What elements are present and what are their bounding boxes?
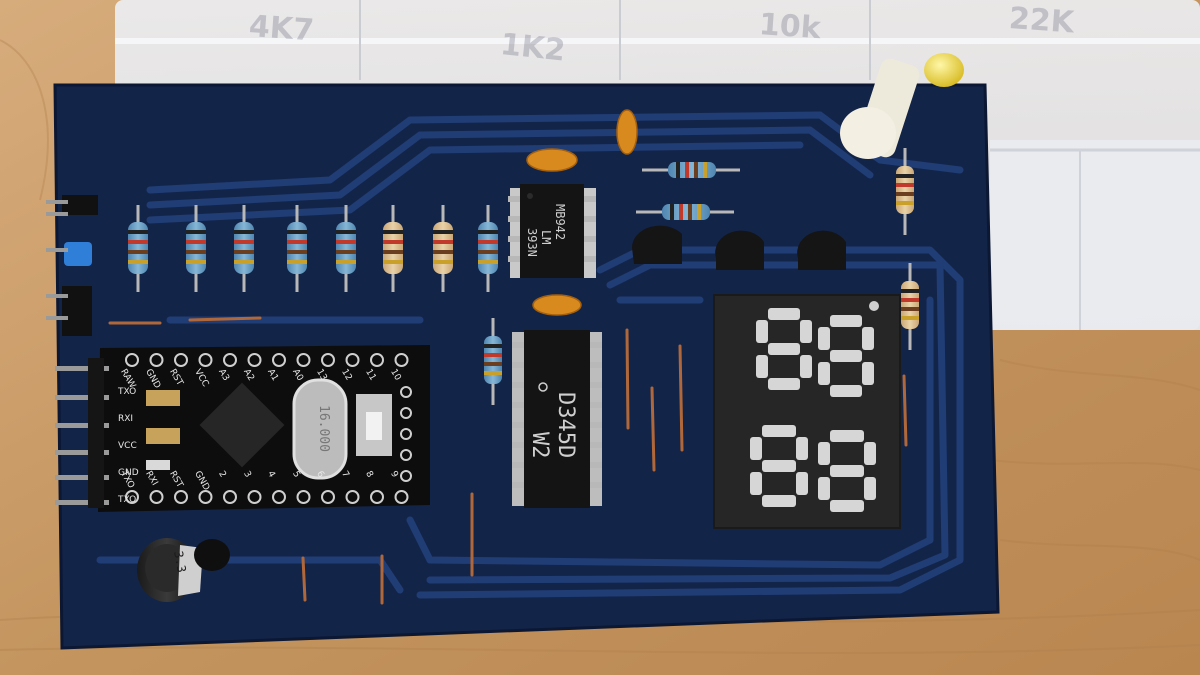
- resistor: [336, 205, 356, 292]
- display-segment: [830, 465, 864, 477]
- box-label-4: 22K: [1007, 1, 1076, 41]
- resistor: [642, 162, 740, 178]
- resistor: [484, 318, 502, 405]
- resistor-row: [128, 205, 498, 292]
- display-segment: [830, 350, 862, 362]
- display-segment: [818, 362, 830, 385]
- display-segment: [818, 442, 830, 465]
- crystal-label: 16.000: [316, 405, 331, 452]
- arduino-side-pin-label: TXO: [118, 387, 137, 397]
- box-label-1: 4K7: [247, 9, 316, 49]
- transistor: [715, 230, 764, 270]
- display-segment: [796, 437, 808, 460]
- arduino-side-pin-label: VCC: [118, 441, 137, 451]
- display-segment: [768, 308, 800, 320]
- display-segment: [768, 343, 800, 355]
- ceramic-capacitor: [616, 109, 638, 155]
- display-segment: [830, 385, 862, 397]
- reset-button: [366, 412, 382, 440]
- resistor: [234, 205, 254, 292]
- display-segment: [768, 378, 800, 390]
- resistor: [287, 205, 307, 292]
- driver-ic: [512, 330, 602, 508]
- display-segment: [762, 495, 796, 507]
- resistor: [433, 205, 453, 292]
- resistor: [478, 205, 498, 292]
- transistor: [797, 230, 846, 270]
- ceramic-capacitors: [526, 109, 638, 316]
- display-segment: [762, 425, 796, 437]
- display-segment: [864, 477, 876, 500]
- comparator-chip-line-3: 393N: [525, 228, 539, 257]
- left-header-pins: [46, 195, 98, 336]
- led-with-standoff: [840, 53, 964, 159]
- box-label-3: 10k: [757, 7, 822, 47]
- resistor: [636, 204, 734, 220]
- yellow-led: [924, 53, 964, 87]
- resistor: [186, 205, 206, 292]
- display-segment: [762, 460, 796, 472]
- resistor: [901, 263, 919, 350]
- box-label-2: 1K2: [498, 27, 567, 69]
- comparator-ic: [508, 184, 596, 278]
- display-segment: [800, 355, 812, 378]
- transistors: [631, 225, 846, 270]
- display-segment: [800, 320, 812, 343]
- driver-chip-line-2: W2: [527, 432, 552, 459]
- right-resistors: [484, 148, 919, 405]
- display-segment: [818, 477, 830, 500]
- display-segment: [830, 315, 862, 327]
- electrolytic-capacitor: [137, 538, 230, 602]
- resistor: [383, 205, 403, 292]
- display-segment: [864, 442, 876, 465]
- transistor: [631, 225, 682, 264]
- comparator-chip-line-2: LM: [539, 230, 553, 245]
- display-segment: [756, 355, 768, 378]
- display-segment: [830, 500, 864, 512]
- display-segment: [818, 327, 830, 350]
- microcontroller-chip: [199, 382, 285, 468]
- display-segment: [796, 472, 808, 495]
- crystal-oscillator: [292, 378, 348, 480]
- jumper-wires: [108, 316, 908, 605]
- display-segment: [862, 362, 874, 385]
- display-segment: [750, 472, 762, 495]
- ceramic-capacitor: [532, 294, 582, 316]
- display-segment: [830, 430, 864, 442]
- arduino-side-pin-label: RXI: [118, 414, 134, 424]
- comparator-chip-line-1: MB942: [553, 204, 567, 241]
- display-segment: [750, 437, 762, 460]
- arduino-pro-mini: [55, 345, 430, 512]
- driver-chip-line-1: D345D: [553, 392, 578, 459]
- arduino-side-pin-label: GND: [118, 468, 139, 478]
- resistor: [896, 148, 914, 235]
- resistor: [128, 205, 148, 292]
- arduino-side-pin-label: TXO: [118, 495, 137, 505]
- seven-segment-display: [713, 294, 901, 529]
- ceramic-capacitor: [526, 148, 578, 172]
- capacitor-label: 3.3: [171, 549, 189, 574]
- display-segment: [756, 320, 768, 343]
- display-segment: [862, 327, 874, 350]
